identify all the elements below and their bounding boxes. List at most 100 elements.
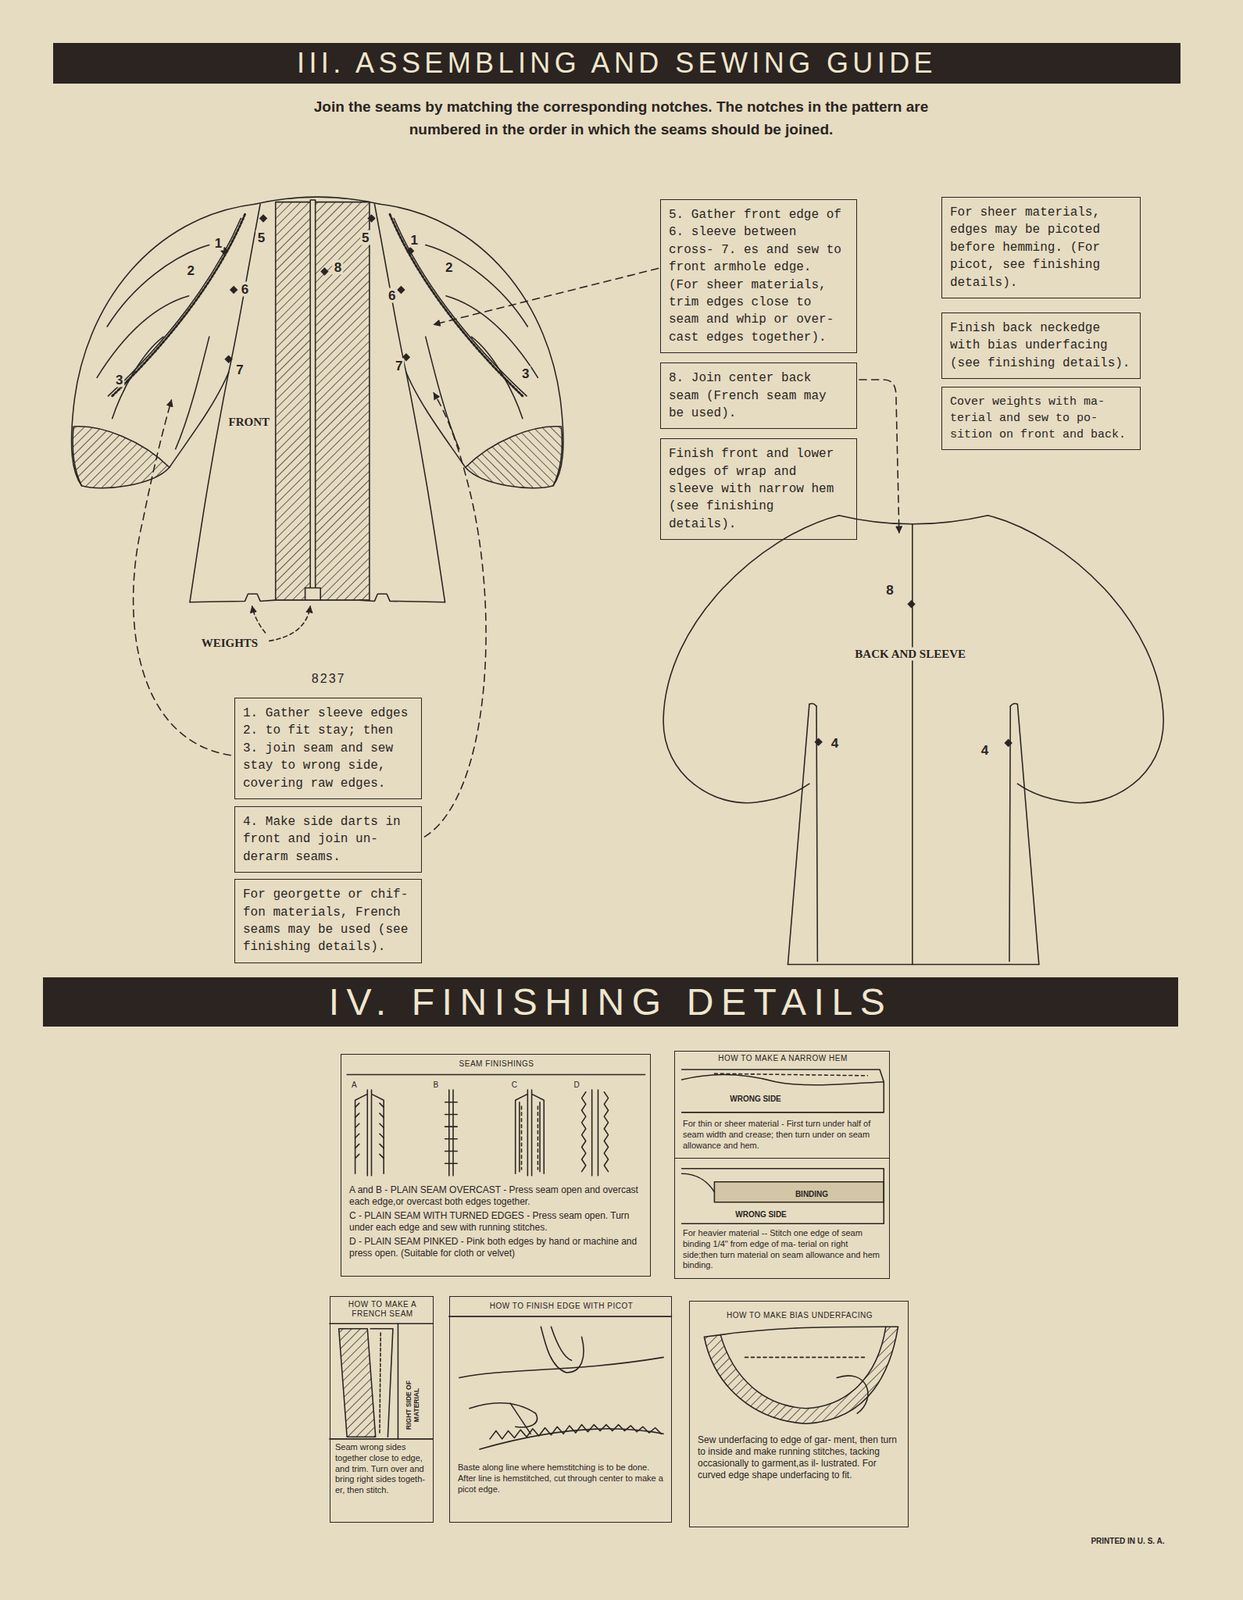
detail-panel: HOW TO MAKE A FRENCH SEAM RIGHT SIDE OF M… — [329, 1296, 434, 1523]
instruction-text: For georgette or chif- fon materials, Fr… — [242, 885, 411, 957]
detail-panel: HOW TO MAKE A NARROW HEMWRONG SIDEFor th… — [674, 1050, 890, 1159]
notch-number: 3 — [114, 371, 125, 387]
instruction-box: 8. Join center back seam (French seam ma… — [660, 362, 858, 429]
line-art — [859, 379, 900, 533]
instruction-text: Cover weights with ma- terial and sew to… — [950, 393, 1133, 443]
line-art — [107, 218, 241, 397]
notch-number: 8 — [332, 260, 343, 276]
line-art — [540, 1326, 584, 1373]
line-art — [814, 737, 822, 746]
panel-heading: HOW TO MAKE A FRENCH SEAM — [330, 1300, 435, 1319]
notch-number: 2 — [185, 263, 197, 279]
line-art — [787, 703, 809, 965]
panel-text: A and B - PLAIN SEAM OVERCAST - Press se… — [349, 1184, 643, 1208]
seam-sketch — [355, 1089, 609, 1176]
line-art — [663, 515, 840, 804]
band-title: IV. FINISHING DETAILS — [328, 980, 893, 1024]
line-art — [406, 246, 415, 255]
line-art — [255, 196, 380, 204]
line-art — [397, 1323, 400, 1440]
band-title: III. ASSEMBLING AND SEWING GUIDE — [296, 46, 937, 80]
line-art — [449, 1315, 672, 1318]
line-art — [720, 1326, 886, 1335]
line-art — [682, 1074, 885, 1085]
line-art — [310, 200, 316, 601]
line-art — [787, 964, 914, 966]
line-art — [839, 515, 989, 525]
notch-number: 6 — [239, 281, 251, 297]
line-art — [346, 1074, 645, 1076]
line-art — [359, 203, 564, 602]
line-art — [809, 703, 817, 706]
seam-letter: A — [350, 1080, 359, 1090]
figure-label: BACK AND SLEEVE — [853, 647, 968, 661]
panel-text: For heavier material -- Stitch one edge … — [682, 1228, 882, 1272]
panel-heading: SEAM FINISHINGS — [341, 1059, 652, 1069]
notch-number: 4 — [829, 735, 840, 751]
line-art — [275, 202, 370, 601]
line-art — [714, 1182, 884, 1203]
panel-text: D - PLAIN SEAM PINKED - Pink both edges … — [349, 1235, 643, 1260]
line-art — [745, 1357, 868, 1359]
figure-label: FRONT — [226, 414, 272, 429]
line-art — [396, 285, 405, 294]
line-art — [911, 524, 914, 965]
panel-heading: HOW TO FINISH EDGE WITH PICOT — [450, 1301, 673, 1311]
line-art — [339, 1328, 376, 1437]
line-art — [603, 1092, 608, 1172]
illustration-label: RIGHT SIDE OF MATERIAL — [405, 1375, 422, 1435]
line-art — [682, 1173, 715, 1193]
line-art — [320, 267, 329, 276]
intro-text: Join the seams by matching the correspon… — [308, 95, 934, 142]
front-half — [71, 203, 276, 602]
line-art — [582, 1092, 586, 1172]
panel-text: Seam wrong sides together close to edge,… — [335, 1442, 429, 1497]
line-art — [370, 1328, 393, 1437]
line-art — [433, 268, 658, 326]
line-art — [913, 515, 1164, 965]
line-art — [224, 355, 233, 364]
notch-number: 7 — [234, 361, 245, 377]
panel-heading: HOW TO MAKE A NARROW HEM — [675, 1053, 891, 1064]
instruction-text: Finish front and lower edges of wrap and… — [668, 445, 849, 533]
line-art — [133, 400, 232, 756]
notch-number: 2 — [443, 260, 454, 276]
instruction-text: 8. Join center back seam (French seam ma… — [668, 369, 849, 422]
instruction-text: 1. Gather sleeve edges 2. to fit stay; t… — [242, 704, 411, 793]
detail-panel: SEAM FINISHINGS A and B - PLAIN SEAM OVER… — [340, 1053, 651, 1277]
panel-text: Baste along line where hemstitching is t… — [457, 1462, 664, 1495]
panel-text: C - PLAIN SEAM WITH TURNED EDGES - Press… — [349, 1210, 643, 1234]
line-art — [682, 1069, 885, 1113]
notch-number: 7 — [393, 357, 404, 373]
instruction-box: For sheer materials, edges may be picote… — [941, 196, 1141, 299]
instruction-box: 1. Gather sleeve edges 2. to fit stay; t… — [234, 697, 422, 800]
panel-text: For thin or sheer material - First turn … — [682, 1118, 882, 1151]
notch-number: 4 — [979, 742, 990, 758]
back-half — [663, 515, 914, 965]
line-art — [259, 214, 268, 222]
line-art — [510, 1403, 531, 1434]
line-art — [71, 196, 1165, 1450]
figure-label: WEIGHTS — [200, 635, 261, 650]
line-art — [1003, 739, 1012, 747]
line-art — [424, 392, 486, 837]
line-art — [112, 214, 246, 397]
line-art — [305, 587, 322, 601]
instruction-text: 4. Make side darts in front and join un-… — [242, 813, 411, 866]
line-art — [682, 1168, 885, 1225]
line-art — [355, 1089, 385, 1176]
detail-panel: BINDINGWRONG SIDEFor heavier material --… — [674, 1157, 890, 1279]
line-art — [714, 1073, 868, 1076]
instruction-box: Finish back neckedge with bias underfaci… — [941, 312, 1141, 379]
detail-panel: HOW TO MAKE BIAS UNDERFACINGSew underfac… — [689, 1300, 909, 1528]
line-art — [269, 606, 311, 641]
illustration-label: BINDING — [784, 1189, 840, 1200]
instruction-box: Cover weights with ma- terial and sew to… — [941, 386, 1141, 451]
instruction-box: 5. Gather front edge of 6. sleeve betwee… — [660, 199, 858, 354]
instruction-box: Finish front and lower edges of wrap and… — [660, 438, 858, 540]
line-art — [355, 1103, 385, 1159]
line-art — [329, 1322, 433, 1325]
line-art — [445, 1089, 458, 1176]
pattern-number: 8237 — [310, 671, 348, 686]
line-art — [836, 1375, 868, 1414]
